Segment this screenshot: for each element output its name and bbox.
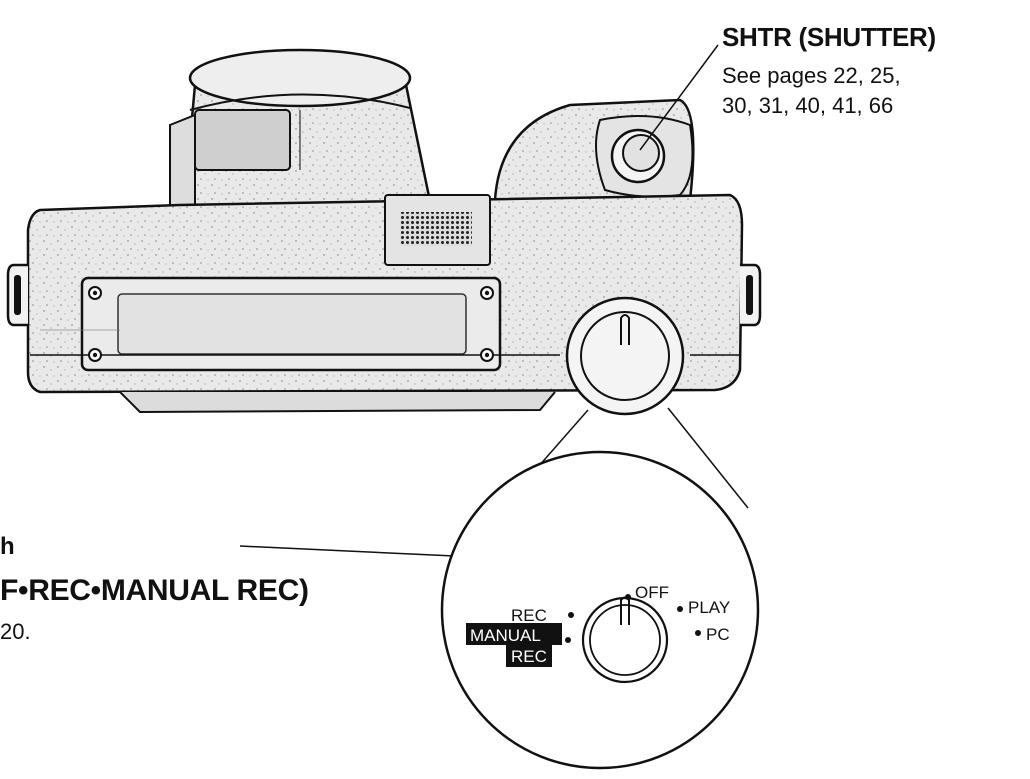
shutter-title: SHTR (SHUTTER) [722, 22, 936, 52]
dial-detail-circle [440, 450, 760, 770]
dial-label-off: OFF [635, 583, 669, 602]
speaker-grille [384, 194, 491, 266]
manual-rec-line2: REC [511, 647, 547, 666]
mode-switch-pages-fragment: 20. [0, 619, 31, 644]
dial-label-pc: PC [706, 625, 730, 644]
shutter-button [610, 128, 666, 184]
mode-dial [565, 296, 685, 416]
shutter-pages-line2: 30, 31, 40, 41, 66 [722, 93, 894, 118]
strap-lugs [6, 263, 762, 327]
screw-icons [88, 286, 494, 362]
dial-label-manual-rec: MANUAL REC [466, 623, 562, 667]
camera-body [26, 193, 744, 414]
shutter-pages-line1: See pages 22, 25, [722, 63, 901, 88]
manual-rec-line1: MANUAL [470, 626, 541, 645]
dial-label-rec: REC [511, 606, 547, 625]
mode-switch-modes-fragment: F•REC•MANUAL REC) [0, 574, 309, 607]
dial-label-play: PLAY [688, 598, 730, 617]
mode-switch-title-fragment: h [0, 533, 15, 560]
